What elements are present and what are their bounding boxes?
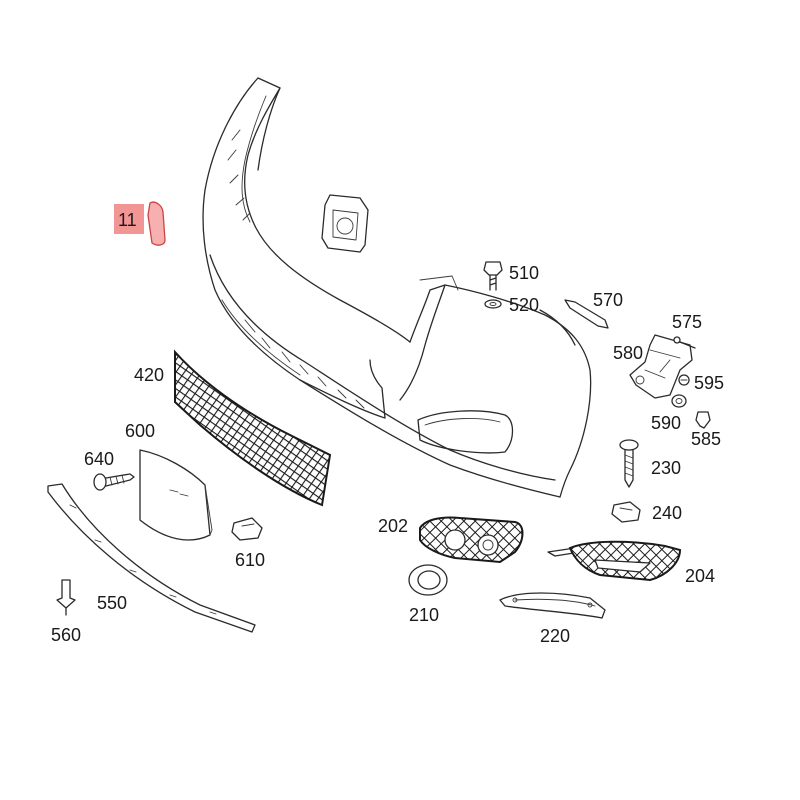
- washer-590: [671, 394, 687, 408]
- callout-640: 640: [84, 449, 114, 469]
- callout-595: 595: [694, 373, 724, 393]
- lower-strip-550: [47, 483, 256, 633]
- trim-ring-210: [408, 564, 448, 596]
- callout-575: 575: [672, 312, 702, 332]
- callout-610: 610: [235, 550, 265, 570]
- headlamp-washer-cover-11: 11: [114, 201, 166, 246]
- callout-11: 11: [118, 210, 137, 230]
- callout-560: 560: [51, 625, 81, 645]
- callout-585: 585: [691, 429, 721, 449]
- push-pin-560: [56, 579, 76, 616]
- clip-585: [695, 411, 711, 429]
- fog-grille-202: [419, 516, 524, 564]
- callout-550: 550: [97, 593, 127, 613]
- callout-204: 204: [685, 566, 715, 586]
- clip-nut-240: [611, 501, 641, 523]
- callout-230: 230: [651, 458, 681, 478]
- callout-240: 240: [652, 503, 682, 523]
- license-bracket-600: [139, 449, 213, 541]
- callout-600: 600: [125, 421, 155, 441]
- bolt-510: [483, 261, 503, 291]
- callout-570: 570: [593, 290, 623, 310]
- clip-610: [231, 517, 263, 541]
- callout-510: 510: [509, 263, 539, 283]
- sensor-bracket: [321, 194, 369, 253]
- callout-220: 220: [540, 626, 570, 646]
- fog-grille-204: [547, 540, 682, 582]
- callout-11-highlight: [114, 204, 144, 234]
- strip-570: [564, 299, 609, 329]
- mount-bracket-580: [629, 334, 693, 399]
- screw-640: [93, 473, 135, 491]
- trim-strip-220: [499, 592, 606, 619]
- callout-580: 580: [613, 343, 643, 363]
- bumper-cover: [202, 77, 592, 498]
- callout-590: 590: [651, 413, 681, 433]
- callout-420: 420: [134, 365, 164, 385]
- screw-595: [678, 374, 690, 386]
- callout-202: 202: [378, 516, 408, 536]
- bolt-575: [673, 336, 696, 349]
- center-grille-420: [174, 349, 332, 507]
- callout-520: 520: [509, 295, 539, 315]
- callout-210: 210: [409, 605, 439, 625]
- screw-230: [619, 439, 639, 488]
- washer-520: [484, 299, 502, 309]
